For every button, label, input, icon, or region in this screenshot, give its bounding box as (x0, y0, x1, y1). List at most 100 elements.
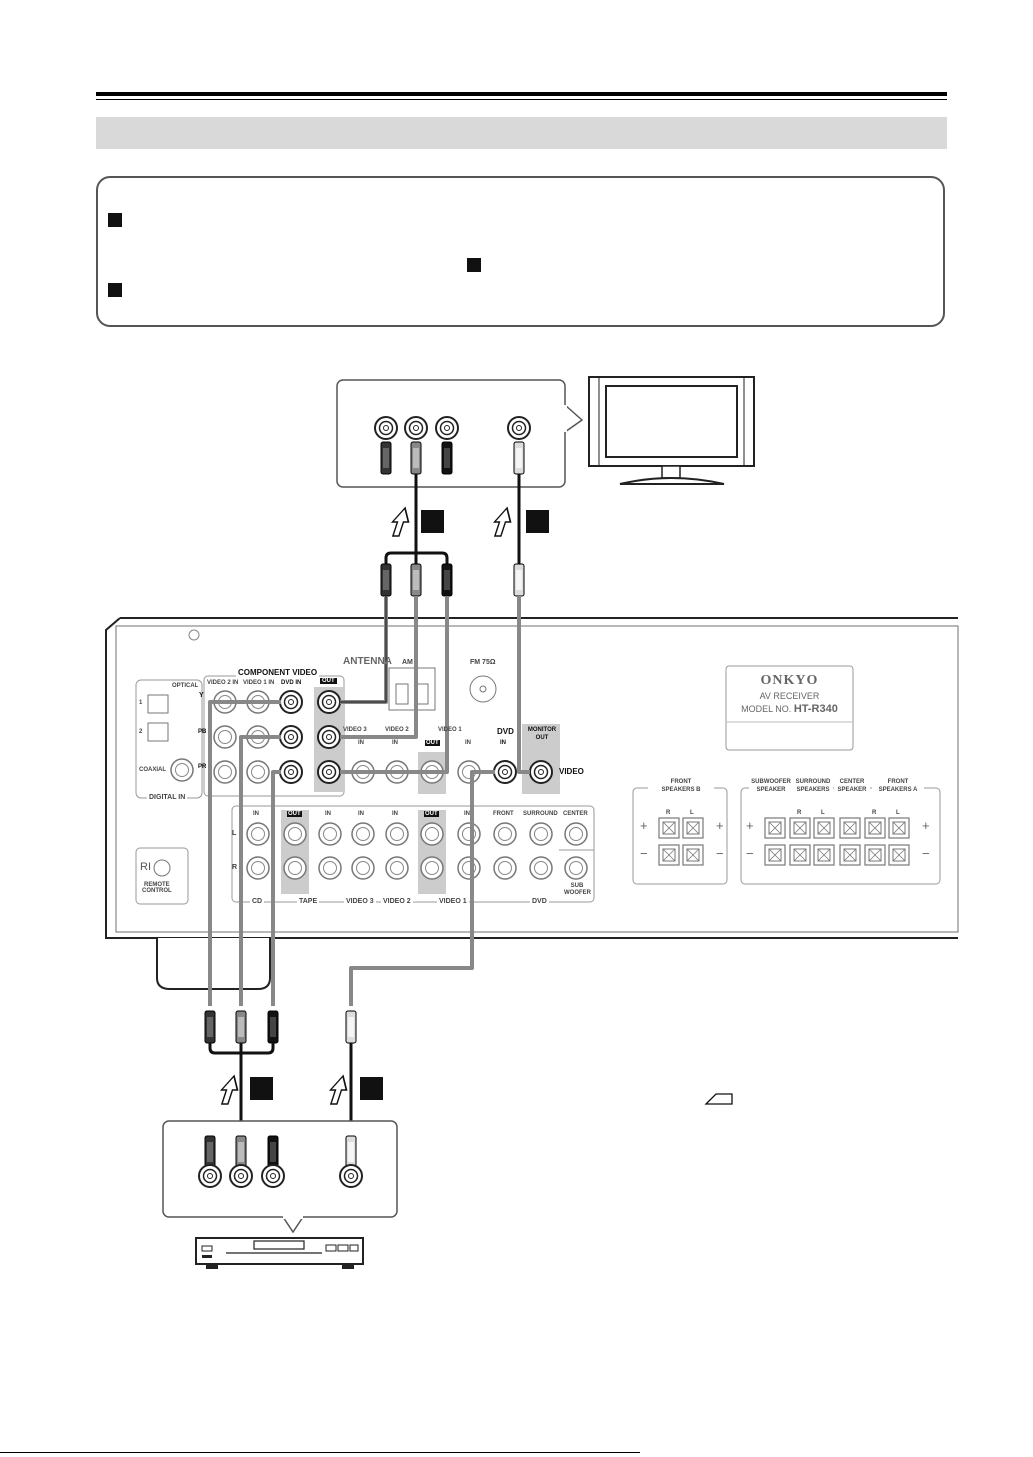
model-label-plate (725, 665, 854, 751)
speaker-b-minus-left: − (640, 846, 648, 861)
speaker-a-l-label: L (896, 810, 900, 816)
marker-square-icon (108, 213, 122, 227)
tv-pr-jack (435, 416, 459, 440)
video1-in-label: IN (465, 740, 471, 746)
marker-square-icon (421, 510, 444, 533)
tv-y-jack (374, 416, 398, 440)
antenna-label: ANTENNA (343, 656, 392, 667)
signal-arrow-icon (325, 1075, 352, 1105)
header-rule-thin (96, 99, 947, 100)
dvd-in-label: IN (500, 740, 506, 746)
optical-1-label: 1 (139, 700, 143, 706)
tv-icon (588, 376, 755, 485)
cv-dvd-label: DVD IN (281, 680, 302, 686)
video1-audio-in-label: IN (464, 811, 470, 817)
video2-audio-label: VIDEO 2 (381, 898, 413, 905)
note-box (96, 176, 945, 327)
front-speakers-a-label: FRONT SPEAKERS A (872, 778, 924, 794)
surround-speakers-label: SURROUND SPEAKERS (793, 778, 833, 794)
video-label: VIDEO (559, 767, 584, 776)
cv-video2-label: VIDEO 2 IN (207, 680, 239, 686)
video1-out-label: OUT (425, 740, 440, 746)
coaxial-label: COAXIAL (139, 767, 166, 773)
video1-audio-label: VIDEO 1 (437, 898, 469, 905)
footer-rule (0, 1452, 640, 1453)
header-rule (96, 92, 947, 96)
row-pr-label: PR (198, 764, 207, 770)
fm-label: FM 75Ω (470, 659, 496, 666)
antenna-section (388, 667, 497, 711)
signal-arrow-icon (216, 1075, 243, 1105)
optical-2-label: 2 (139, 729, 143, 735)
dvd-output-panel (162, 1120, 398, 1234)
cv-out-label: OUT (320, 678, 337, 684)
remote-control-label: REMOTE CONTROL (142, 882, 172, 894)
cv-video1-label: VIDEO 1 IN (243, 680, 275, 686)
speaker-a-plus-left: + (746, 818, 754, 833)
product-label: AV RECEIVER (759, 691, 820, 701)
cable-outlines (340, 596, 387, 703)
video2-label: VIDEO 2 (385, 727, 409, 733)
video1-audio-out-label: OUT (424, 811, 439, 817)
marker-square-icon (467, 258, 481, 272)
signal-arrow-icon (387, 507, 414, 537)
signal-arrow-icon (704, 1093, 733, 1105)
speaker-surr-r-label: R (797, 810, 802, 816)
speaker-a-r-label: R (872, 810, 877, 816)
signal-arrow-icon (489, 507, 516, 537)
speaker-b-minus-right: − (716, 846, 724, 861)
ri-logo: RI (140, 861, 151, 873)
section-band (96, 117, 947, 149)
row-pb-label: PB (198, 729, 207, 735)
cd-in-label: IN (253, 811, 259, 817)
video3-audio-in-label: IN (358, 811, 364, 817)
speaker-surr-l-label: L (821, 810, 825, 816)
tv-video-jack (507, 416, 531, 440)
subwoofer-speaker-label: SUBWOOFER SPEAKER (749, 778, 793, 794)
surround-label: SURROUND (523, 811, 558, 817)
monitor-out-label: MONITOR OUT (527, 727, 557, 741)
video3-in-label: IN (358, 740, 364, 746)
video2-audio-in-label: IN (392, 811, 398, 817)
speaker-b-l-label: L (690, 810, 694, 816)
speaker-a-plus-right: + (922, 818, 930, 833)
marker-square-icon (108, 283, 122, 297)
marker-square-icon (250, 1077, 273, 1100)
am-label: AM (402, 659, 413, 666)
video2-in-label: IN (392, 740, 398, 746)
brand-logo: ONKYO (760, 673, 819, 688)
audio-l-label: L (232, 830, 237, 837)
tape-label: TAPE (297, 898, 320, 905)
video1-label: VIDEO 1 (438, 727, 462, 733)
tv-pb-jack (404, 416, 428, 440)
component-video-label: COMPONENT VIDEO (236, 668, 320, 677)
cd-label: CD (250, 898, 265, 905)
audio-r-label: R (232, 864, 238, 871)
speaker-a-minus-left: − (746, 846, 754, 861)
marker-square-icon (360, 1077, 383, 1100)
front-speakers-b-label: FRONT SPEAKERS B (648, 778, 714, 794)
digital-in-label: DIGITAL IN (147, 794, 188, 801)
center-label: CENTER (563, 811, 588, 817)
video3-label: VIDEO 3 (343, 727, 367, 733)
audio-input-row (231, 805, 595, 903)
optical-label: OPTICAL (172, 683, 199, 689)
tape-out-label: OUT (287, 811, 302, 817)
tape-in-label: IN (325, 811, 331, 817)
row-y-label: Y (199, 692, 204, 699)
dvd-audio-label: DVD (530, 898, 549, 905)
speaker-b-r-label: R (666, 810, 671, 816)
tv-input-panel (336, 379, 584, 488)
model-number: MODEL NO. HT-R340 (741, 703, 838, 715)
speaker-b-plus-right: + (716, 818, 724, 833)
speaker-b-plus-left: + (640, 818, 648, 833)
speaker-a-minus-right: − (922, 846, 930, 861)
center-speaker-label: CENTER SPEAKER (834, 778, 870, 794)
marker-square-icon (526, 510, 549, 533)
remote-control-section (135, 847, 189, 905)
dvd-video-label: DVD (497, 727, 514, 736)
dvd-player-icon (195, 1237, 364, 1269)
digital-in-section (135, 679, 203, 799)
front-label: FRONT (493, 811, 514, 817)
